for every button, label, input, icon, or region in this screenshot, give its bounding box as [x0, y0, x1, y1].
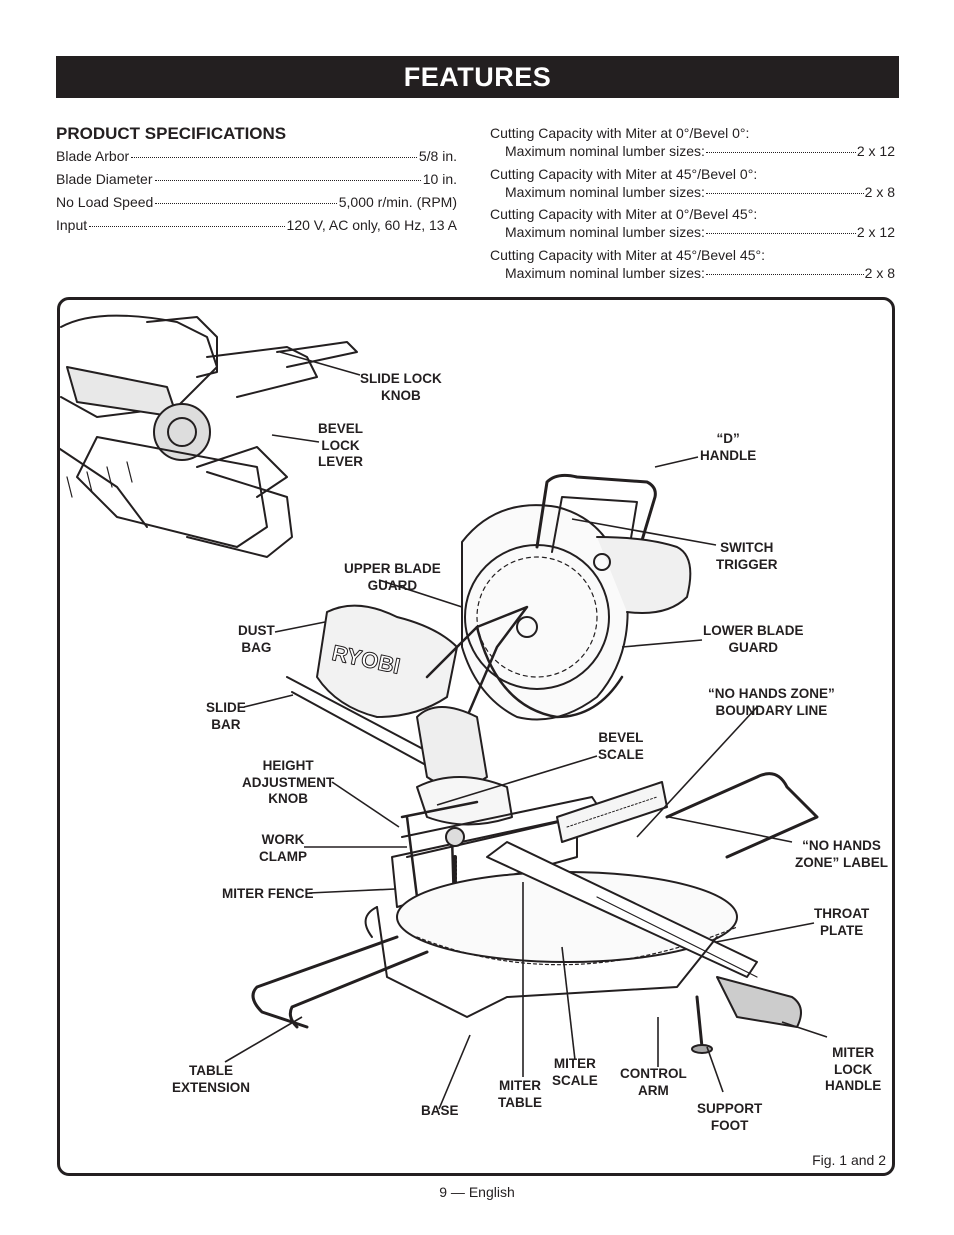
bevel-scale-shape: [556, 781, 668, 843]
label-bevel-scale: BEVEL SCALE: [598, 730, 644, 762]
pivot-housing: [416, 706, 488, 788]
miter-lock-handle-shape: [716, 976, 802, 1028]
inset-detail: [57, 314, 358, 558]
capacity-line: Maximum nominal lumber sizes: 2 x 12: [490, 223, 895, 241]
capacity-block: Cutting Capacity with Miter at 45°/Bevel…: [490, 246, 895, 282]
capacity-heading: Cutting Capacity with Miter at 0°/Bevel …: [490, 125, 750, 141]
label-height-adjustment-knob: HEIGHT ADJUSTMENT KNOB: [242, 758, 335, 806]
base-shape: [376, 906, 718, 1018]
label-lower-blade-guard: LOWER BLADE GUARD: [703, 623, 804, 655]
capacity-heading: Cutting Capacity with Miter at 45°/Bevel…: [490, 247, 765, 263]
label-slide-bar: SLIDE BAR: [206, 700, 246, 732]
capacity-value: 2 x 12: [856, 224, 895, 240]
label-support-foot: SUPPORT FOOT: [697, 1101, 763, 1133]
spec-row: Blade Arbor 5/8 in.: [56, 148, 457, 164]
label-slide-lock-knob: SLIDE LOCK KNOB: [360, 371, 442, 403]
label-miter-fence: MITER FENCE: [222, 886, 314, 901]
label-throat-plate: THROAT PLATE: [814, 906, 870, 938]
specs-heading: PRODUCT SPECIFICATIONS: [56, 124, 287, 143]
miter-fence-shape: [391, 816, 578, 908]
dot-leader: [705, 233, 856, 234]
dot-leader: [89, 226, 285, 227]
spec-row: Input 120 V, AC only, 60 Hz, 13 A: [56, 217, 457, 233]
capacity-value: 2 x 8: [864, 265, 895, 281]
capacity-line: Maximum nominal lumber sizes: 2 x 8: [490, 183, 895, 201]
label-d-handle: “D” HANDLE: [700, 431, 757, 463]
label-base: BASE: [421, 1103, 459, 1118]
capacity-label: Maximum nominal lumber sizes:: [505, 184, 705, 200]
capacity-line: Maximum nominal lumber sizes: 2 x 12: [490, 142, 895, 160]
label-no-hands-zone-line: “NO HANDS ZONE” BOUNDARY LINE: [708, 686, 835, 718]
dot-leader: [705, 274, 864, 275]
dust-bag-shape: [316, 604, 458, 718]
dot-leader: [154, 180, 421, 181]
capacity-heading: Cutting Capacity with Miter at 45°/Bevel…: [490, 166, 758, 182]
page-footer: 9 — English: [439, 1184, 515, 1200]
page-title: FEATURES: [56, 56, 899, 98]
spec-label: No Load Speed: [56, 194, 154, 210]
capacity-value: 2 x 12: [856, 143, 895, 159]
label-work-clamp: WORK CLAMP: [259, 832, 307, 864]
figure-caption: Fig. 1 and 2: [812, 1152, 886, 1168]
label-miter-table: MITER TABLE: [498, 1078, 542, 1110]
dot-leader: [131, 157, 417, 158]
label-miter-lock-handle: MITER LOCK HANDLE: [825, 1045, 882, 1093]
capacity-value: 2 x 8: [864, 184, 895, 200]
arbor: [516, 616, 538, 638]
capacity-line: Maximum nominal lumber sizes: 2 x 8: [490, 264, 895, 282]
spec-row: No Load Speed 5,000 r/min. (RPM): [56, 194, 457, 210]
label-no-hands-zone-label: “NO HANDS ZONE” LABEL: [795, 838, 888, 870]
spec-row: Blade Diameter 10 in.: [56, 171, 457, 187]
label-control-arm: CONTROL ARM: [620, 1066, 687, 1098]
label-bevel-lock-lever: BEVEL LOCK LEVER: [318, 421, 364, 469]
spec-label: Blade Arbor: [56, 148, 130, 164]
spec-value: 5/8 in.: [418, 148, 457, 164]
capacity-block: Cutting Capacity with Miter at 0°/Bevel …: [490, 205, 895, 241]
leader-lines: [224, 351, 828, 1110]
spec-label: Blade Diameter: [56, 171, 153, 187]
d-handle-shape: [535, 473, 657, 559]
label-upper-blade-guard: UPPER BLADE GUARD: [344, 561, 441, 593]
capacity-block: Cutting Capacity with Miter at 45°/Bevel…: [490, 165, 895, 201]
dot-leader: [705, 152, 856, 153]
capacity-label: Maximum nominal lumber sizes:: [505, 143, 705, 159]
dot-leader: [155, 203, 337, 204]
spec-value: 10 in.: [422, 171, 457, 187]
spec-label: Input: [56, 217, 88, 233]
capacity-block: Cutting Capacity with Miter at 0°/Bevel …: [490, 124, 895, 160]
table-extension-right: [665, 772, 819, 859]
capacity-heading: Cutting Capacity with Miter at 0°/Bevel …: [490, 206, 758, 222]
spec-value: 120 V, AC only, 60 Hz, 13 A: [286, 217, 457, 233]
capacity-label: Maximum nominal lumber sizes:: [505, 224, 705, 240]
label-miter-scale: MITER SCALE: [552, 1056, 598, 1088]
figure-frame: [57, 297, 895, 1176]
motor: [596, 536, 692, 614]
capacity-label: Maximum nominal lumber sizes:: [505, 265, 705, 281]
label-switch-trigger: SWITCH TRIGGER: [716, 540, 778, 572]
table-extension-left: [251, 935, 399, 1029]
label-dust-bag: DUST BAG: [238, 623, 275, 655]
dot-leader: [705, 193, 864, 194]
miter-saw-diagram: RYOBI: [57, 314, 828, 1110]
label-table-extension: TABLE EXTENSION: [172, 1063, 251, 1095]
spec-value: 5,000 r/min. (RPM): [338, 194, 457, 210]
